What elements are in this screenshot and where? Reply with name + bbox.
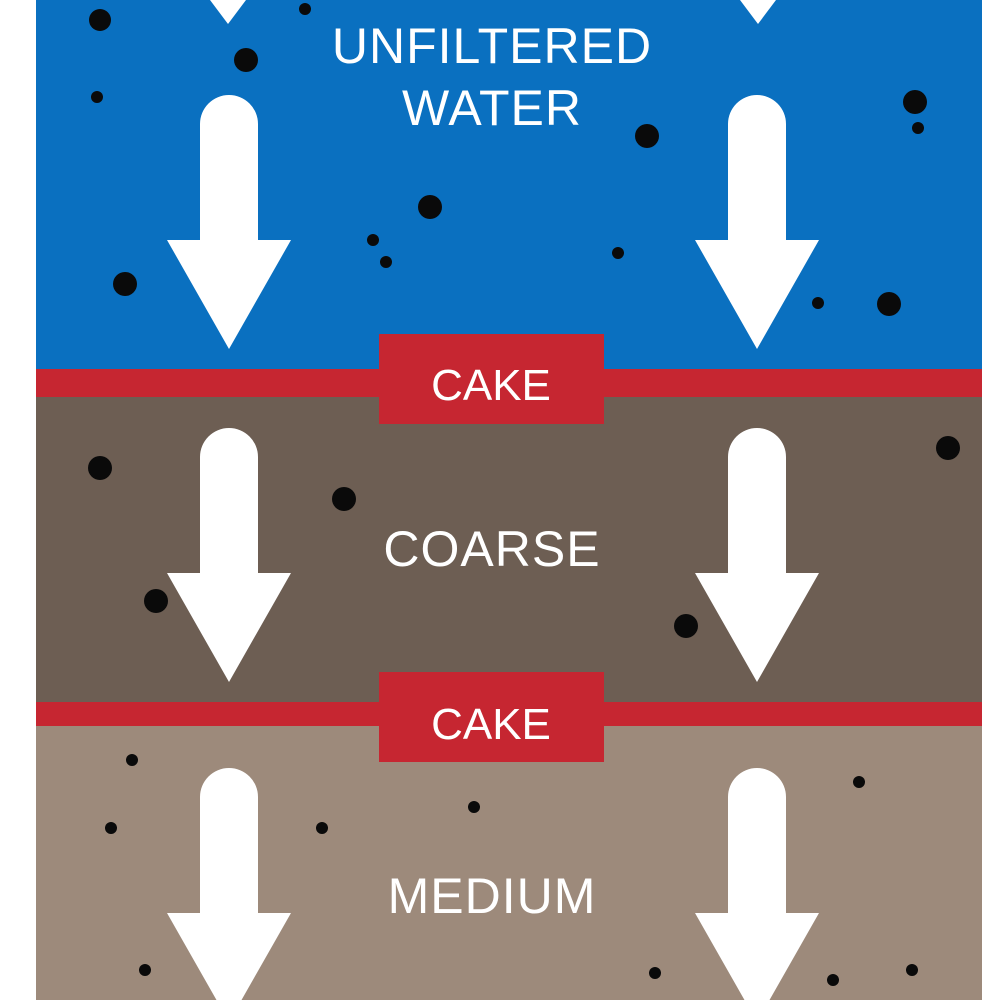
particle-dot: [380, 256, 392, 268]
cake-label-box: [379, 334, 604, 424]
flow-arrows: [167, 0, 819, 1000]
particle-dot: [912, 122, 924, 134]
particles: [88, 3, 960, 986]
particle-dot: [367, 234, 379, 246]
particle-dot: [139, 964, 151, 976]
particle-dot: [906, 964, 918, 976]
particle-dot: [105, 822, 117, 834]
particle-dot: [299, 3, 311, 15]
particle-dot: [812, 297, 824, 309]
particle-dot: [936, 436, 960, 460]
particle-dot: [612, 247, 624, 259]
medium-media-layer: [36, 725, 982, 1000]
layer-label-unfiltered: UNFILTERED: [332, 18, 652, 74]
flow-arrow-icon: [210, 0, 246, 24]
layer-label-water: WATER: [402, 80, 582, 136]
particle-dot: [903, 90, 927, 114]
particle-dot: [91, 91, 103, 103]
cake-label-box: [379, 672, 604, 762]
particle-dot: [88, 456, 112, 480]
particle-dot: [649, 967, 661, 979]
particle-dot: [468, 801, 480, 813]
unfiltered-water-layer: [36, 0, 982, 372]
layer-label-medium: MEDIUM: [388, 868, 597, 924]
layer-label-coarse: COARSE: [383, 521, 600, 577]
cake-label: CAKE: [431, 700, 551, 749]
flow-arrow-icon: [740, 0, 776, 24]
particle-dot: [332, 487, 356, 511]
particle-dot: [877, 292, 901, 316]
particle-dot: [316, 822, 328, 834]
cake-label: CAKE: [431, 361, 551, 410]
particle-dot: [144, 589, 168, 613]
particle-dot: [126, 754, 138, 766]
particle-dot: [89, 9, 111, 31]
particle-dot: [635, 124, 659, 148]
particle-dot: [853, 776, 865, 788]
particle-dot: [674, 614, 698, 638]
particle-dot: [113, 272, 137, 296]
particle-dot: [827, 974, 839, 986]
particle-dot: [234, 48, 258, 72]
coarse-media-layer: [36, 396, 982, 705]
particle-dot: [418, 195, 442, 219]
